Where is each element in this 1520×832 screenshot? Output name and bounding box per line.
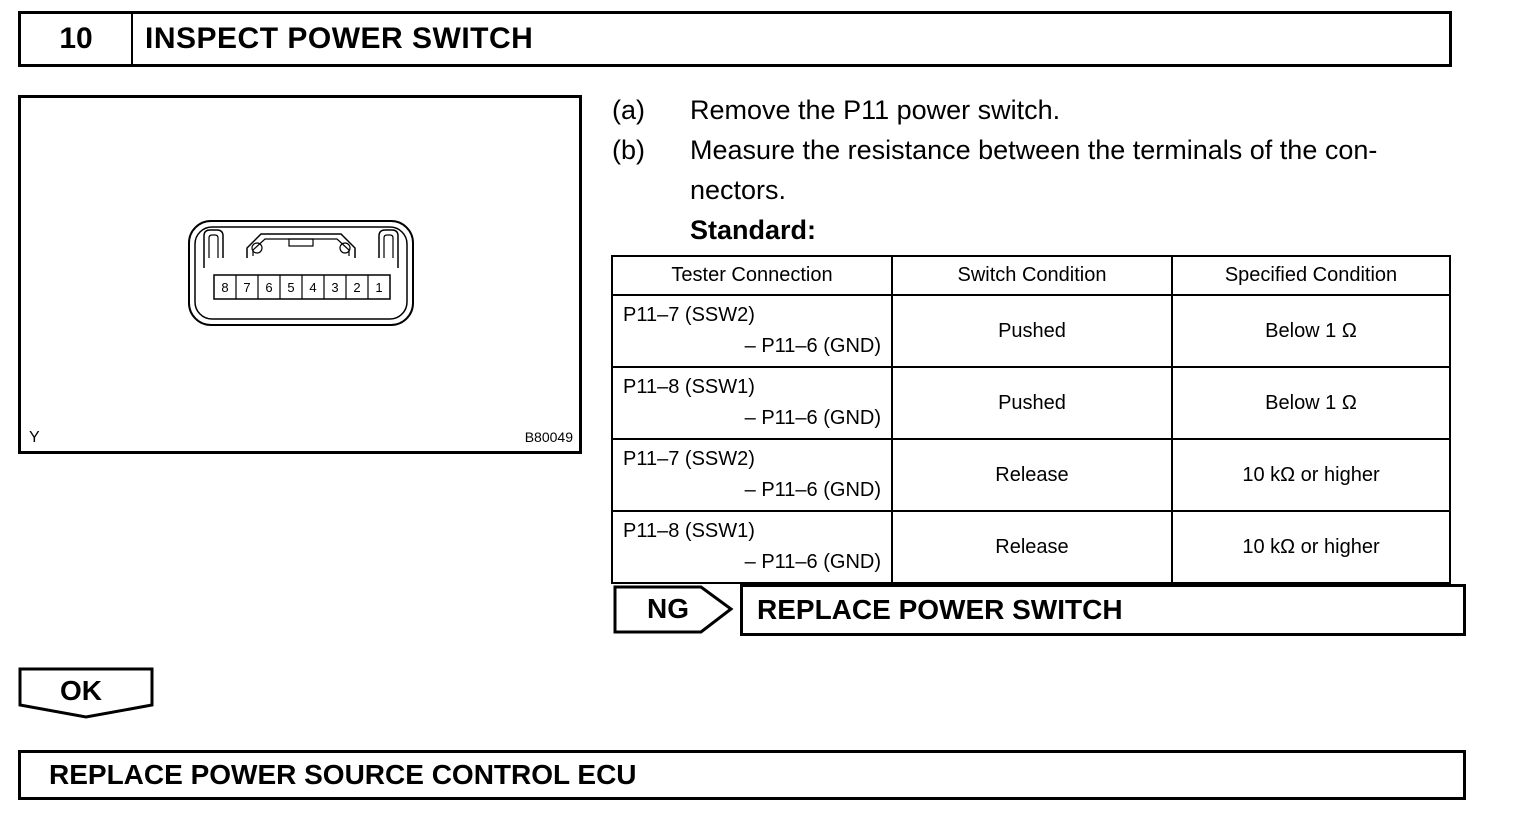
lock-tab xyxy=(246,233,356,258)
ok-arrow-down-icon xyxy=(18,667,154,719)
header-tester-connection: Tester Connection xyxy=(611,255,893,296)
pin-label-4: 4 xyxy=(309,280,316,295)
specified-condition-cell: 10 kΩ or higher xyxy=(1171,510,1451,584)
tester-connection-cell: P11–7 (SSW2) – P11–6 (GND) xyxy=(611,438,893,512)
left-latch-inner xyxy=(208,234,219,258)
ng-label: NG xyxy=(647,593,689,624)
connector-outline xyxy=(188,220,414,326)
ok-result-box: REPLACE POWER SOURCE CONTROL ECU xyxy=(18,750,1466,800)
left-latch xyxy=(203,229,224,268)
step-number: 10 xyxy=(21,14,133,64)
lock-tab-inner xyxy=(252,238,350,256)
right-latch-inner xyxy=(383,234,394,258)
connection-from: P11–8 (SSW1) xyxy=(623,376,755,398)
switch-condition-cell: Release xyxy=(891,438,1173,512)
instruction-b-text: Measure the resistance between the termi… xyxy=(690,135,1378,205)
pin-label-1: 1 xyxy=(375,280,382,295)
lock-slot xyxy=(288,238,314,247)
pin-label-3: 3 xyxy=(331,280,338,295)
specified-condition-cell: Below 1 Ω xyxy=(1171,294,1451,368)
tester-connection-cell: P11–8 (SSW1) – P11–6 (GND) xyxy=(611,366,893,440)
instruction-a-label: (a) xyxy=(612,95,645,125)
pin-label-7: 7 xyxy=(243,280,250,295)
table-row: P11–7 (SSW2) – P11–6 (GND) Release 10 kΩ… xyxy=(611,438,1451,512)
tester-connection-cell: P11–8 (SSW1) – P11–6 (GND) xyxy=(611,510,893,584)
pin-label-6: 6 xyxy=(265,280,272,295)
specified-condition-cell: Below 1 Ω xyxy=(1171,366,1451,440)
figure-code-left: Y xyxy=(29,429,40,446)
connection-to: – P11–6 (GND) xyxy=(744,407,881,429)
table-header-row: Tester Connection Switch Condition Speci… xyxy=(611,255,1451,296)
switch-condition-cell: Release xyxy=(891,510,1173,584)
ng-arrow-icon xyxy=(613,585,734,634)
step-title: INSPECT POWER SWITCH xyxy=(145,22,534,55)
pin-label-8: 8 xyxy=(221,280,228,295)
pin-label-2: 2 xyxy=(353,280,360,295)
connection-to: – P11–6 (GND) xyxy=(744,551,881,573)
connection-to: – P11–6 (GND) xyxy=(744,479,881,501)
spec-table: Tester Connection Switch Condition Speci… xyxy=(611,255,1451,584)
header-specified-condition: Specified Condition xyxy=(1171,255,1451,296)
step-header: 10 INSPECT POWER SWITCH xyxy=(18,11,1452,67)
table-row: P11–8 (SSW1) – P11–6 (GND) Pushed Below … xyxy=(611,366,1451,440)
lock-hole-right xyxy=(339,242,351,254)
connection-from: P11–8 (SSW1) xyxy=(623,520,755,542)
table-row: P11–7 (SSW2) – P11–6 (GND) Pushed Below … xyxy=(611,294,1451,368)
specified-condition-cell: 10 kΩ or higher xyxy=(1171,438,1451,512)
table-row: P11–8 (SSW1) – P11–6 (GND) Release 10 kΩ… xyxy=(611,510,1451,584)
connection-from: P11–7 (SSW2) xyxy=(623,304,755,326)
switch-condition-cell: Pushed xyxy=(891,294,1173,368)
instruction-b: (b) Measure the resistance between the t… xyxy=(612,130,1462,210)
figure-code-right: B80049 xyxy=(524,429,573,445)
connector-inner-outline xyxy=(194,226,408,320)
header-switch-condition: Switch Condition xyxy=(891,255,1173,296)
ok-branch: OK xyxy=(18,667,156,719)
right-latch xyxy=(378,229,399,268)
lock-hole-left xyxy=(251,242,263,254)
switch-condition-cell: Pushed xyxy=(891,366,1173,440)
instruction-a: (a) Remove the P11 power switch. xyxy=(612,90,1462,130)
ng-branch: NG xyxy=(613,585,734,634)
tester-connection-cell: P11–7 (SSW2) – P11–6 (GND) xyxy=(611,294,893,368)
connection-to: – P11–6 (GND) xyxy=(744,335,881,357)
standard-label: Standard: xyxy=(690,215,817,245)
connection-from: P11–7 (SSW2) xyxy=(623,448,755,470)
pin-label-5: 5 xyxy=(287,280,294,295)
instruction-b-label: (b) xyxy=(612,135,645,165)
instructions: (a) Remove the P11 power switch. (b) Mea… xyxy=(612,90,1462,250)
ng-result-box: REPLACE POWER SWITCH xyxy=(740,584,1466,636)
instruction-a-text: Remove the P11 power switch. xyxy=(690,95,1061,125)
ok-label: OK xyxy=(60,675,102,706)
